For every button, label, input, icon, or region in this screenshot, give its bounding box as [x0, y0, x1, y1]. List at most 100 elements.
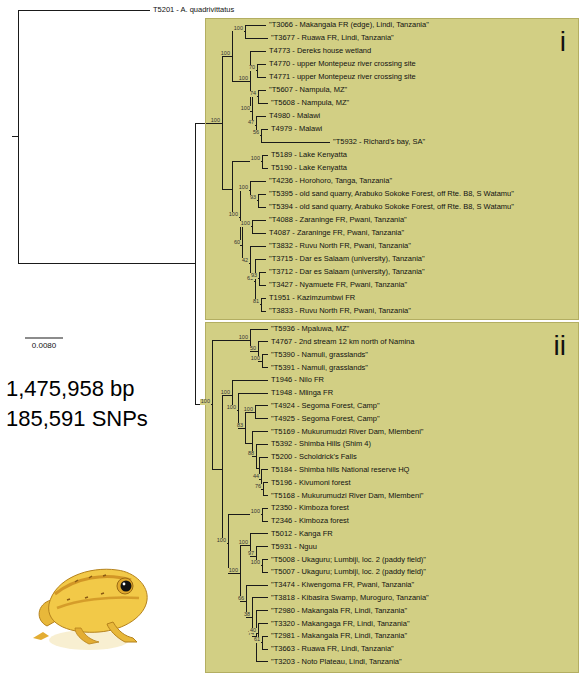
bootstrap-value: 47	[247, 120, 255, 126]
bootstrap-value: 93	[250, 273, 258, 279]
bootstrap-value: 100	[243, 407, 254, 413]
frog-eye-glint	[123, 583, 126, 586]
bootstrap-value: 100	[250, 560, 261, 566]
bootstrap-value: 100	[238, 185, 249, 191]
bootstrap-value: 97	[247, 551, 255, 557]
dataset-stat: 1,475,958 bp	[6, 378, 134, 400]
frog-body	[49, 569, 148, 632]
tip-label: "T3677 - Ruawa FR, Lindi, Tanzania"	[271, 34, 394, 42]
scale-bar	[25, 338, 63, 339]
tip-label: "T5391 - Namuli, grasslands"	[271, 364, 368, 372]
dataset-stat: 185,591 SNPs	[6, 408, 148, 430]
bootstrap-value: 56	[252, 130, 260, 136]
bootstrap-value: 88	[247, 451, 255, 457]
tip-label: "T5007 - Ukaguru; Lumbiji, loc. 2 (paddy…	[271, 568, 426, 576]
bootstrap-value: 100	[220, 51, 231, 57]
tip-label: "T5607 - Nampula, MZ"	[269, 86, 347, 94]
tip-label: T2350 - Kimboza forest	[271, 504, 349, 512]
tip-label: T5012 - Kanga FR	[271, 530, 333, 538]
tip-label: T4773 - Dereks house wetland	[269, 47, 371, 55]
tip-label: T5184 - Shimba hills National reserve HQ	[271, 466, 409, 474]
tip-label: "T3818 - Kibasira Swamp, Muroguro, Tanza…	[271, 594, 429, 602]
bootstrap-value: 100	[250, 356, 261, 362]
clade-band-fill	[205, 18, 579, 320]
bootstrap-value: 100	[250, 156, 261, 162]
tip-label: "T3715 - Dar es Salaam (university), Tan…	[269, 255, 425, 263]
bootstrap-value: 100	[228, 568, 239, 574]
tip-label: T5200 - Scholdrick's Falls	[271, 453, 357, 461]
tip-label: "T3474 - Kiwengoma FR, Pwani, Tanzania"	[271, 581, 414, 589]
tip-label: "T4925 - Segoma Forest, Camp"	[271, 415, 380, 423]
tip-label: "T3320 - Makangaga FR, Lindi, Tanzania"	[271, 620, 410, 628]
tip-label: "T3663 - Ruawa FR, Lindi, Tanzania"	[271, 645, 394, 653]
tip-label: "T2981 - Makangala FR, Lindi, Tanzania"	[271, 632, 407, 640]
tree-branches	[12, 10, 330, 662]
tip-label: "T5008 - Ukaguru; Lumbiji, loc. 2 (paddy…	[271, 556, 426, 564]
tip-label: T4767 - 2nd stream 12 km north of Namina	[271, 338, 414, 346]
tip-label: "T5168 - Mukurumudzi River Dam, Mlembeni…	[271, 492, 423, 500]
bootstrap-value: 100	[238, 335, 249, 341]
bootstrap-value: 70	[248, 65, 256, 71]
tip-label: T4770 - upper Montepeuz river crossing s…	[269, 60, 416, 68]
tip-label: "T4924 - Segoma Forest, Camp"	[271, 402, 380, 410]
bootstrap-value: 100	[228, 212, 239, 218]
tip-label: "T3203 - Noto Plateau, Lindi, Tanzania"	[271, 658, 402, 666]
frog-front-leg	[75, 628, 99, 644]
tip-label: "T3066 - Makangala FR (edge), Lindi, Tan…	[269, 21, 429, 29]
frog-eye-ridge	[117, 578, 133, 594]
tip-label: "T5608 - Nampula, MZ"	[271, 99, 349, 107]
frog-illustration	[33, 569, 147, 650]
bootstrap-value: 100	[238, 540, 249, 546]
tip-label: T5189 - Lake Kenyatta	[271, 151, 347, 159]
tip-label: "T5169 - Mukurumudzi River Dam, Mlembeni…	[271, 428, 423, 436]
tip-label: T2346 - Kimboza forest	[271, 517, 349, 525]
bootstrap-value: 66	[237, 596, 245, 602]
bootstrap-value: 60	[233, 240, 241, 246]
tip-label: T5201 - A. quadrivittatus	[153, 6, 234, 14]
bootstrap-value: 100	[233, 26, 244, 32]
clade-band-fill	[205, 322, 579, 673]
frog-eye	[121, 581, 132, 592]
tip-label: "T5936 - Mpaluwa, MZ"	[271, 325, 349, 333]
frog-spots	[67, 575, 106, 600]
bootstrap-value: 61	[253, 637, 261, 643]
bootstrap-value: 42	[241, 258, 249, 264]
bootstrap-value: 44	[252, 474, 260, 480]
tip-label: "T5394 - old sand quarry, Arabuko Sokoke…	[269, 203, 514, 211]
bootstrap-value: 76	[254, 484, 262, 490]
bootstrap-value: 100	[238, 76, 249, 82]
tip-label: T1946 - Nilo FR	[271, 376, 324, 384]
tip-label: "T4088 - Zaraninge FR, Pwani, Tanzania"	[269, 216, 407, 224]
bootstrap-value: 100	[220, 390, 231, 396]
frog-front-leg	[107, 622, 137, 642]
frog-foot	[33, 632, 49, 640]
tip-label: T5931 - Nguu	[271, 543, 317, 551]
scale-bar-line	[25, 337, 63, 338]
tip-label: "T5390 - Namuli, grasslands"	[271, 351, 368, 359]
bootstrap-value: 100	[200, 399, 211, 405]
tip-label: T4980 - Malawi	[269, 112, 320, 120]
bootstrap-value: 100	[240, 221, 251, 227]
tip-label: T5196 - Kivumoni forest	[271, 479, 351, 487]
tip-label: "T2980 - Makangala FR, Lindi, Tanzania"	[271, 607, 407, 615]
bootstrap-value: 93	[249, 195, 257, 201]
tip-label: "T3712 - Dar es Salaam (university), Tan…	[269, 268, 425, 276]
tip-label: T5392 - Shimba Hills (Shim 4)	[271, 440, 371, 448]
tip-label: T4979 - Malawi	[271, 125, 322, 133]
tip-label: T4771 - upper Montepeuz river crossing s…	[269, 73, 416, 81]
tip-label: "T5932 - Richard's bay, SA"	[333, 138, 425, 146]
bootstrap-value: 100	[216, 538, 227, 544]
bootstrap-value: 100	[226, 405, 237, 411]
bootstrap-value: 40	[249, 628, 257, 634]
tip-label: "T3832 - Ruvu North FR, Pwani, Tanzania"	[269, 242, 411, 250]
bootstrap-value: 100	[240, 106, 251, 112]
tip-label: T1951 - Kazimzumbwi FR	[269, 294, 355, 302]
bootstrap-value: 100	[250, 509, 261, 515]
bootstrap-value: 50	[249, 346, 257, 352]
tip-label: T4087 - Zaraninge FR, Pwani, Tanzania"	[269, 229, 404, 237]
tip-label: "T4236 - Horohoro, Tanga, Tanzania"	[269, 177, 392, 185]
bootstrap-value: 74	[249, 91, 257, 97]
bootstrap-value: 38	[243, 612, 251, 618]
bootstrap-value: 100	[210, 118, 221, 124]
tip-label: "T3833 - Ruvu North FR, Pwani, Tanzania"	[269, 307, 411, 315]
